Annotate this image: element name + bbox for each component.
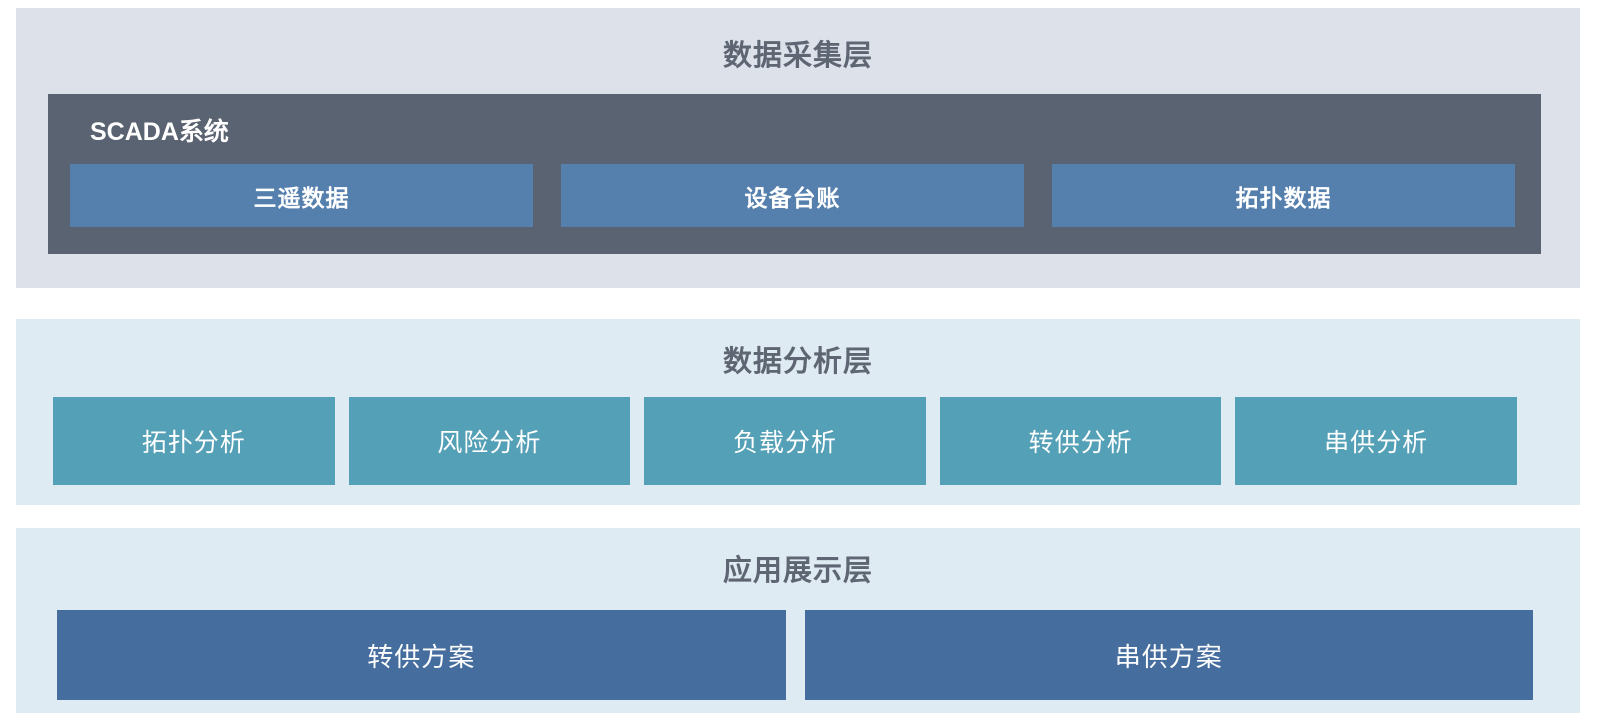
box-risk-analysis: 风险分析 (348, 397, 631, 485)
data-collection-layer-title: 数据采集层 (722, 40, 873, 72)
box-load-analysis: 负载分析 (644, 397, 926, 485)
box-transfer-supply-analysis: 转供分析 (939, 397, 1222, 485)
scada-items-row: 三遥数据 设备台账 拓扑数据 (70, 164, 1515, 227)
box-topology-data: 拓扑数据 (1052, 164, 1515, 227)
application-display-layer-title: 应用展示层 (722, 555, 873, 587)
box-series-supply-analysis: 串供分析 (1235, 397, 1517, 485)
data-analysis-layer-title: 数据分析层 (722, 346, 873, 378)
layer-application-display: 应用展示层 转供方案 串供方案 (16, 528, 1580, 713)
box-series-supply-plan: 串供方案 (804, 610, 1533, 700)
box-three-remote-data: 三遥数据 (70, 164, 533, 227)
box-equipment-ledger: 设备台账 (561, 164, 1024, 227)
scada-system-title: SCADA系统 (90, 118, 229, 146)
analysis-items-row: 拓扑分析 风险分析 负载分析 转供分析 串供分析 (53, 397, 1517, 485)
box-topology-analysis: 拓扑分析 (53, 397, 335, 485)
layer-data-collection: 数据采集层 SCADA系统 三遥数据 设备台账 拓扑数据 (16, 8, 1580, 288)
box-transfer-supply-plan: 转供方案 (57, 610, 786, 700)
application-items-row: 转供方案 串供方案 (57, 610, 1533, 700)
layer-data-analysis: 数据分析层 拓扑分析 风险分析 负载分析 转供分析 串供分析 (16, 319, 1580, 505)
scada-system-group: SCADA系统 三遥数据 设备台账 拓扑数据 (48, 94, 1541, 254)
